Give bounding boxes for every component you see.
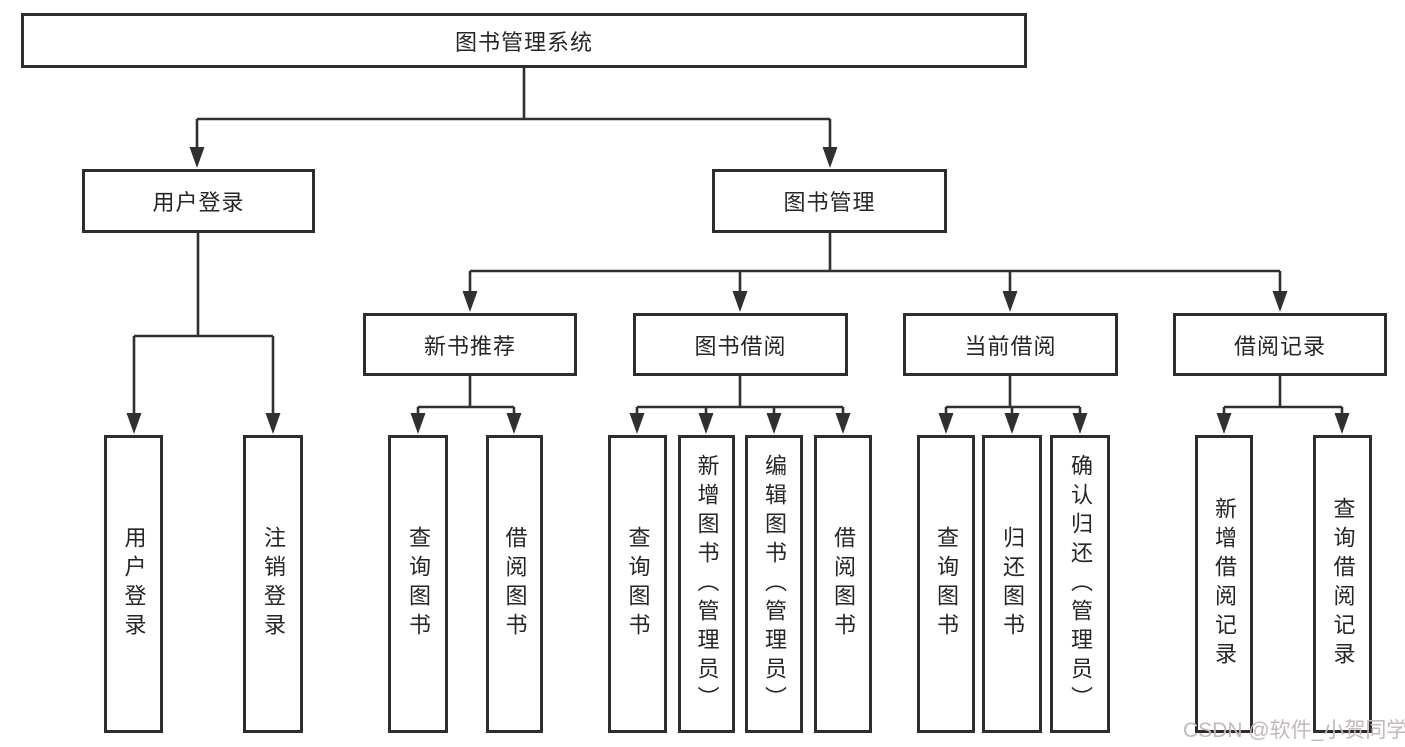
node-leaf-logout: 注销登录 bbox=[243, 435, 303, 733]
connector-book-management bbox=[468, 233, 1282, 296]
node-new-book-recommendation: 新书推荐 bbox=[363, 313, 577, 376]
node-leaf-edit-books-admin: 编辑图书（管理员） bbox=[745, 435, 803, 733]
node-book-management: 图书管理 bbox=[712, 169, 947, 233]
watermark-text: CSDN @软件_小贺同学 bbox=[1183, 719, 1405, 742]
node-leaf-add-borrow-record: 新增借阅记录 bbox=[1195, 435, 1253, 733]
node-leaf-borrow-books-1: 借阅图书 bbox=[486, 435, 543, 733]
node-leaf-confirm-return-admin: 确认归还（管理员） bbox=[1050, 435, 1110, 733]
connector-root bbox=[195, 68, 832, 152]
connector-user-login bbox=[132, 233, 275, 418]
node-root-system: 图书管理系统 bbox=[21, 13, 1027, 68]
node-leaf-add-books-admin: 新增图书（管理员） bbox=[678, 435, 735, 733]
node-leaf-user-login: 用户登录 bbox=[104, 435, 163, 733]
node-leaf-borrow-books-2: 借阅图书 bbox=[814, 435, 872, 733]
node-leaf-query-books-1: 查询图书 bbox=[388, 435, 448, 733]
node-user-login-module: 用户登录 bbox=[82, 169, 315, 233]
node-leaf-return-books: 归还图书 bbox=[982, 435, 1042, 733]
connector-book-borrow bbox=[635, 376, 845, 418]
connector-borrow-records bbox=[1222, 376, 1344, 418]
node-book-borrowing: 图书借阅 bbox=[633, 313, 848, 376]
node-leaf-query-books-2: 查询图书 bbox=[608, 435, 667, 733]
connector-new-book-rec bbox=[416, 376, 516, 418]
node-current-borrowing: 当前借阅 bbox=[903, 313, 1118, 376]
arrowheads bbox=[126, 147, 1350, 434]
node-borrowing-records: 借阅记录 bbox=[1173, 313, 1387, 376]
node-leaf-query-borrow-record: 查询借阅记录 bbox=[1313, 435, 1372, 733]
node-leaf-query-books-3: 查询图书 bbox=[917, 435, 975, 733]
connector-current-borrow bbox=[944, 376, 1082, 418]
